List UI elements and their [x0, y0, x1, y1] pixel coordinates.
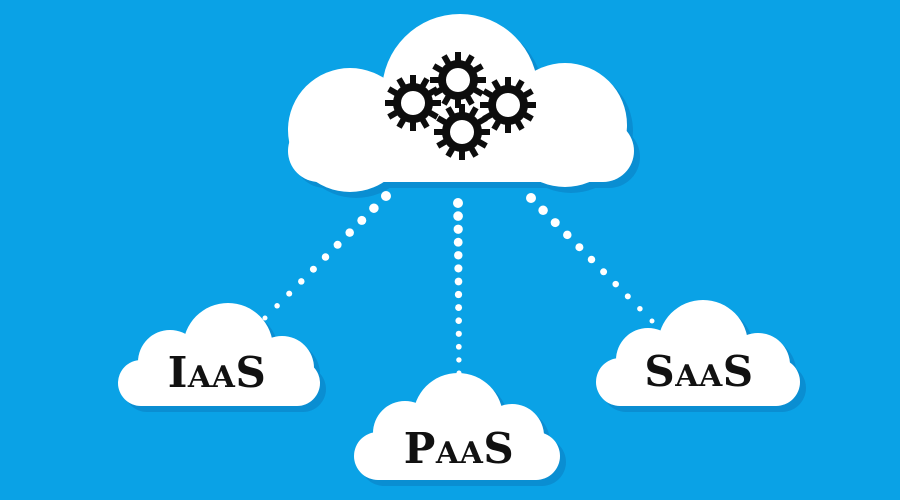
connector-dot: [369, 203, 379, 213]
paas-cloud: PAAS: [354, 373, 566, 486]
connector-dot: [454, 264, 463, 273]
connector-dot: [453, 198, 463, 208]
connector-dot: [298, 278, 305, 285]
connector-dot: [454, 290, 463, 299]
connector-dot: [624, 293, 631, 300]
connector-dot: [357, 215, 367, 225]
connector-dot: [274, 303, 280, 309]
connector-main-to-saas: [526, 193, 655, 324]
connector-dot: [456, 357, 462, 363]
connector-dot: [286, 290, 293, 297]
connector-dot: [455, 330, 462, 337]
connector-dot: [526, 193, 536, 203]
gear-icon: [480, 77, 536, 133]
saas-cloud: SAAS: [596, 300, 806, 412]
connector-dot: [600, 268, 608, 276]
connector-dot: [538, 205, 548, 216]
connector-main-to-iaas: [262, 191, 391, 321]
connector-dot: [453, 211, 463, 221]
connector-dot: [345, 228, 354, 237]
connector-dot: [455, 343, 462, 350]
connector-dot: [309, 265, 317, 273]
gears-icon: [385, 52, 536, 160]
connector-dot: [453, 237, 463, 247]
saas-label: SAAS: [644, 347, 753, 396]
connector-dot: [455, 317, 462, 324]
connector-dot: [455, 304, 463, 312]
connector-dot: [321, 253, 330, 261]
gear-icon: [385, 75, 441, 131]
connector-dot: [262, 315, 268, 321]
connector-dot: [454, 277, 463, 286]
connector-main-to-paas: [453, 198, 463, 376]
connector-dot: [453, 224, 463, 234]
gear-icon: [430, 52, 486, 108]
gear-icon: [434, 104, 490, 160]
connector-dot: [333, 240, 342, 249]
connector-dot: [649, 318, 655, 324]
iaas-cloud: IAAS: [118, 303, 326, 412]
connector-dot: [381, 191, 391, 201]
main-cloud: [288, 14, 640, 198]
connector-dot: [550, 218, 560, 228]
paas-label: PAAS: [404, 424, 515, 473]
connector-dot: [563, 230, 572, 240]
connector-dot: [575, 243, 584, 252]
connector-dot: [612, 280, 619, 288]
connector-dot: [587, 255, 596, 264]
connector-dot: [454, 251, 463, 260]
connector-dot: [637, 305, 643, 312]
iaas-label: IAAS: [168, 348, 267, 397]
